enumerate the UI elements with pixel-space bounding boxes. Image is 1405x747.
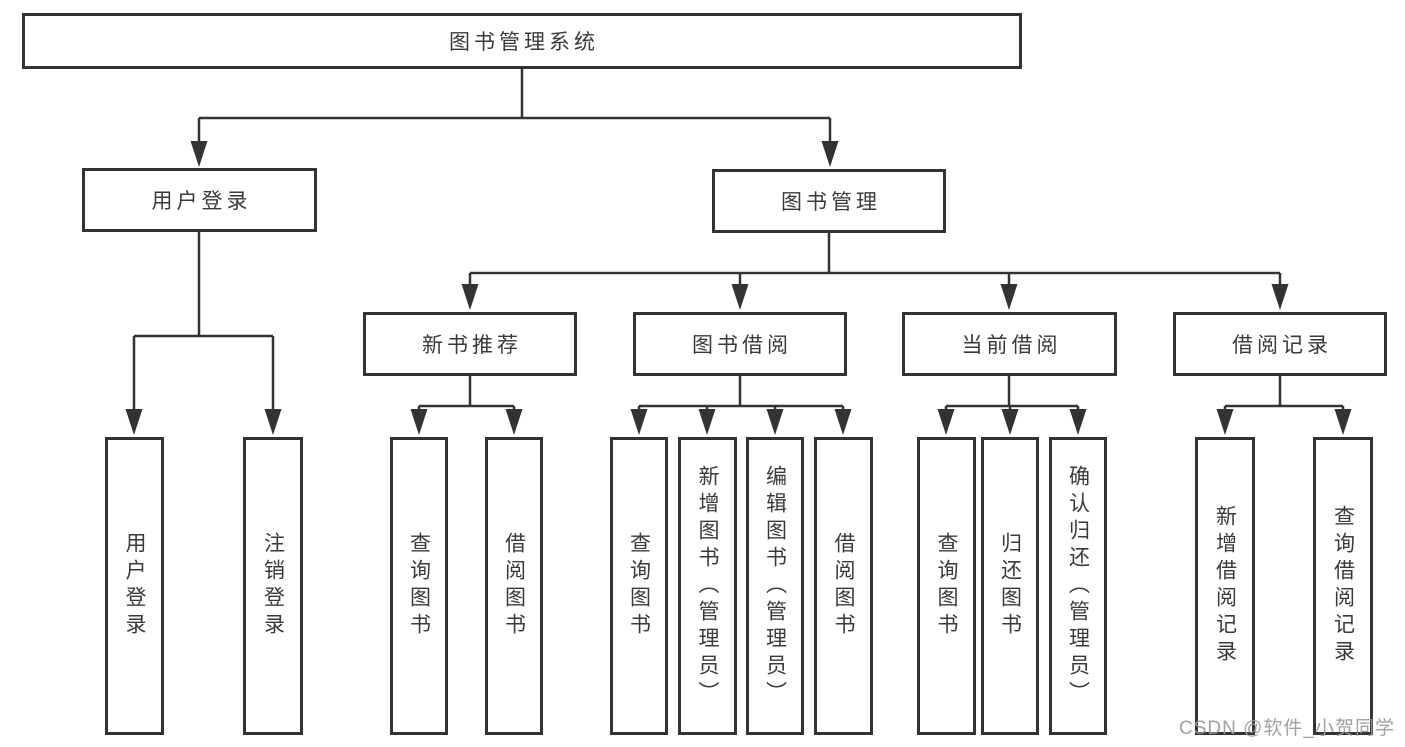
leaf-query-borrow-record: 查询借阅记录	[1313, 437, 1373, 735]
node-root-system: 图书管理系统	[22, 13, 1022, 69]
connector-borrowing-to-leaves	[630, 376, 852, 435]
csdn-watermark: CSDN @软件_小贺同学	[1179, 718, 1395, 739]
node-current-borrowing: 当前借阅	[902, 312, 1117, 376]
node-user-login: 用户登录	[82, 168, 317, 232]
node-borrowing-records: 借阅记录	[1173, 312, 1387, 376]
leaf-edit-books-admin: 编辑图书（管理员）	[746, 437, 804, 735]
leaf-logout: 注销登录	[243, 437, 303, 735]
leaf-return-books: 归还图书	[981, 437, 1039, 735]
connector-root-to-level2	[190, 69, 839, 167]
leaf-query-books-recommend: 查询图书	[390, 437, 448, 735]
connector-records-to-leaves	[1216, 376, 1352, 435]
connector-current-to-leaves	[937, 376, 1087, 435]
leaf-query-books-borrowing: 查询图书	[610, 437, 668, 735]
leaf-borrow-books: 借阅图书	[814, 437, 873, 735]
leaf-query-books-current: 查询图书	[917, 437, 976, 735]
node-book-borrowing: 图书借阅	[633, 312, 847, 376]
connector-login-to-leaves	[125, 232, 282, 435]
node-new-book-recommendation: 新书推荐	[363, 312, 577, 376]
node-book-management: 图书管理	[712, 169, 946, 233]
connector-bookmgmt-to-level3	[461, 233, 1289, 310]
leaf-confirm-return-admin: 确认归还（管理员）	[1049, 437, 1107, 735]
connector-newbooks-to-leaves	[410, 376, 523, 435]
leaf-add-books-admin: 新增图书（管理员）	[678, 437, 737, 735]
leaf-user-login: 用户登录	[105, 437, 164, 735]
leaf-borrow-books-recommend: 借阅图书	[485, 437, 543, 735]
leaf-add-borrow-record: 新增借阅记录	[1195, 437, 1255, 735]
